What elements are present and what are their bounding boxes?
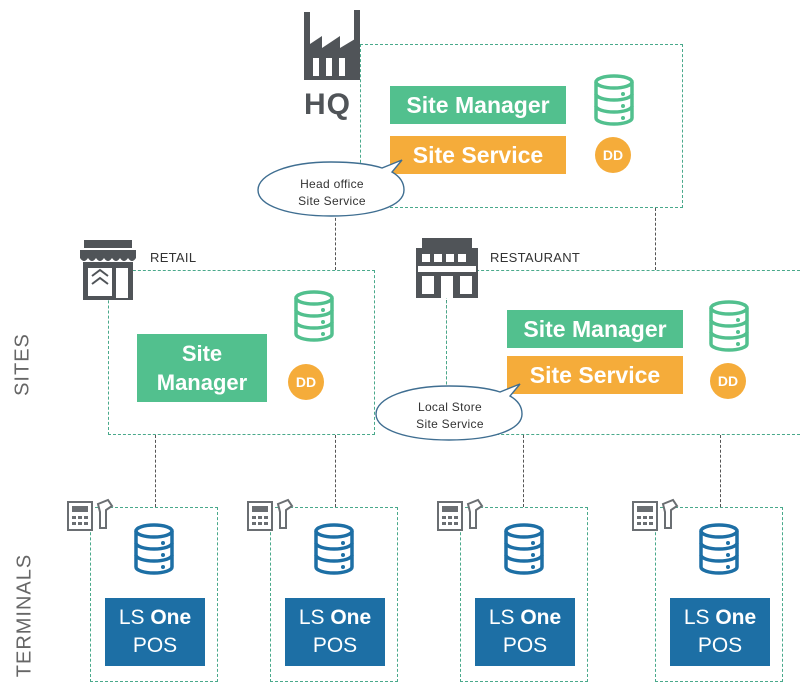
retail-site-manager-line2: Manager	[156, 370, 248, 395]
connector-site-terminal-4	[720, 435, 721, 507]
hq-dd-badge: DD	[595, 137, 631, 173]
restaurant-site-service: Site Service	[507, 356, 683, 394]
pos-brand-bold: One	[715, 606, 757, 629]
restaurant-dd-badge: DD	[710, 363, 746, 399]
pos-brand-light: LS	[298, 606, 331, 629]
hq-database-icon	[594, 74, 634, 126]
connector-hq-retail	[335, 208, 336, 270]
pos-terminal-icon	[437, 498, 484, 531]
retail-site-manager-line1: Site	[181, 341, 223, 366]
restaurant-site-manager: Site Manager	[507, 310, 683, 348]
pos-product-label: POS	[697, 634, 743, 657]
terminal-database-icon	[314, 523, 354, 575]
store-icon	[80, 240, 136, 300]
terminal-box-4	[655, 507, 783, 682]
restaurant-callout-line2: Site Service	[416, 417, 484, 431]
pos-brand-light: LS	[118, 606, 151, 629]
pos-brand-light: LS	[683, 606, 716, 629]
pos-terminal-icon	[67, 498, 114, 531]
pos-brand-light: LS	[488, 606, 521, 629]
connector-site-terminal-1	[155, 435, 156, 507]
terminal-database-icon	[699, 523, 739, 575]
hq-callout-bubble	[257, 159, 405, 217]
retail-box	[108, 270, 375, 435]
pos-brand-bold: One	[330, 606, 372, 629]
pos-brand-line: LS One	[489, 604, 561, 632]
retail-dd-badge: DD	[288, 364, 324, 400]
terminal-box-3	[460, 507, 588, 682]
terminal-box-2	[270, 507, 398, 682]
pos-brand-line: LS One	[299, 604, 371, 632]
restaurant-box	[446, 270, 800, 435]
retail-database-icon	[294, 290, 334, 342]
pos-terminal-icon	[247, 498, 294, 531]
connector-site-terminal-2	[335, 435, 336, 507]
retail-site-manager: Site Manager	[137, 334, 267, 402]
pos-product-label: POS	[502, 634, 548, 657]
restaurant-label: RESTAURANT	[490, 250, 581, 265]
connector-site-terminal-3	[523, 435, 524, 507]
sites-label: SITES	[11, 333, 34, 396]
hq-callout-line1: Head office	[300, 177, 364, 191]
pos-brand-bold: One	[150, 606, 192, 629]
pos-product-label: POS	[312, 634, 358, 657]
hq-callout-line2: Site Service	[298, 194, 366, 208]
pos-terminal-icon	[632, 498, 679, 531]
terminal-database-icon	[504, 523, 544, 575]
retail-label: RETAIL	[150, 250, 197, 265]
pos-product-label: POS	[132, 634, 178, 657]
hq-box	[360, 44, 683, 208]
restaurant-callout-bubble	[375, 383, 523, 441]
restaurant-icon	[416, 238, 478, 298]
hq-site-service: Site Service	[390, 136, 566, 174]
terminal-box-1	[90, 507, 218, 682]
factory-icon	[304, 10, 360, 80]
connector-hq-restaurant	[655, 208, 656, 270]
pos-brand-line: LS One	[684, 604, 756, 632]
restaurant-callout-line1: Local Store	[417, 400, 482, 414]
terminals-label: TERMINALS	[13, 553, 36, 678]
hq-site-manager: Site Manager	[390, 86, 566, 124]
pos-brand-line: LS One	[119, 604, 191, 632]
hq-label: HQ	[304, 88, 351, 121]
pos-brand-bold: One	[520, 606, 562, 629]
terminal-database-icon	[134, 523, 174, 575]
restaurant-database-icon	[709, 300, 749, 352]
